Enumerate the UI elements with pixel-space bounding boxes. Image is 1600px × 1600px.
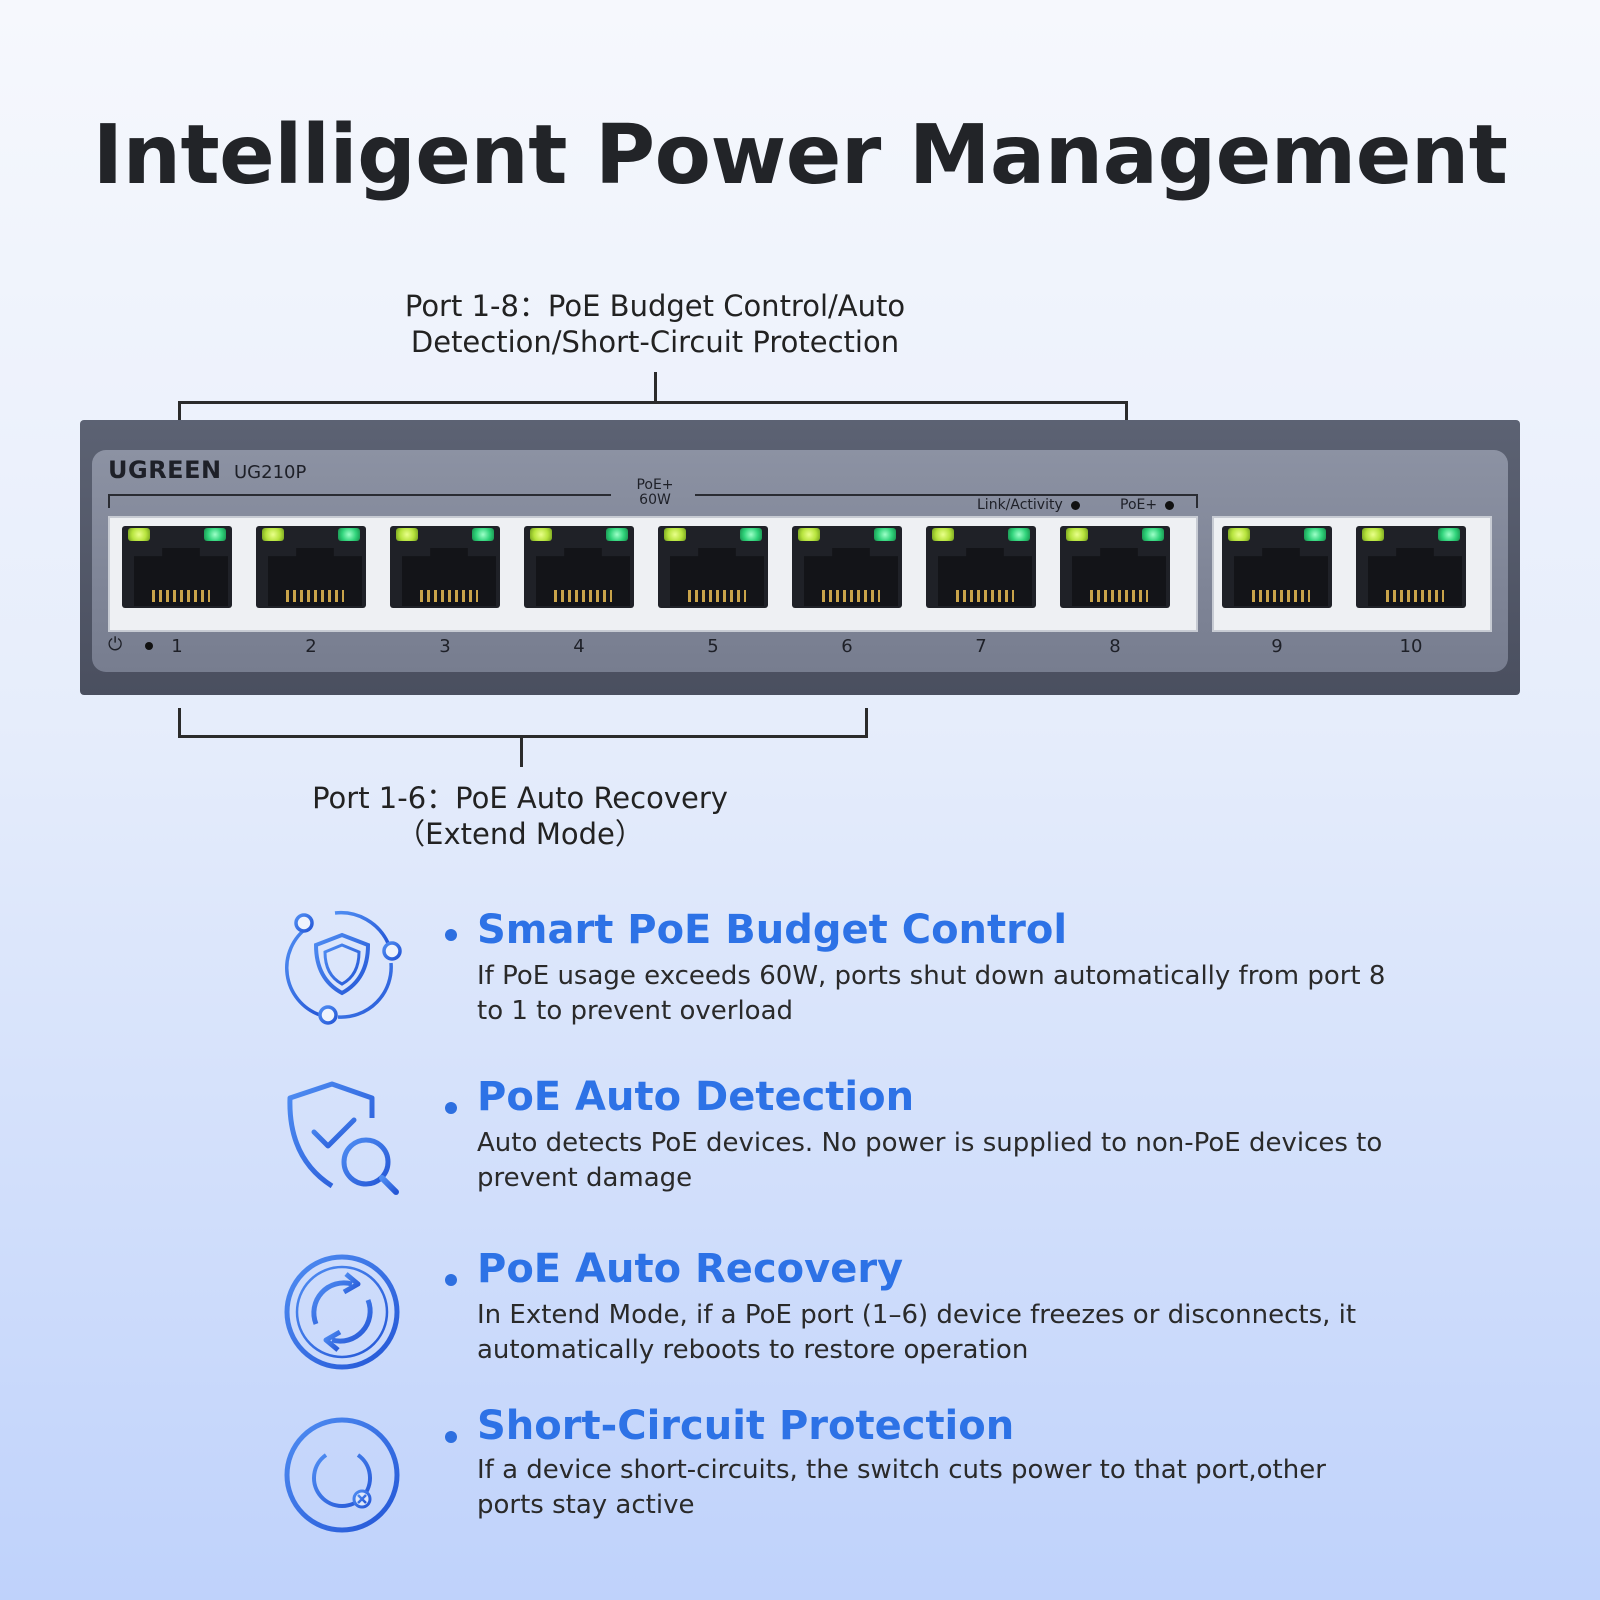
callout-ports-1-8: Port 1-8：PoE Budget Control/Auto Detecti… [404, 289, 906, 359]
poe-led [1438, 528, 1460, 541]
bullet-dot [445, 929, 457, 941]
port-number-label: 3 [439, 636, 451, 657]
poe-group-line-left [108, 494, 611, 496]
poe-led [1304, 528, 1326, 541]
link-activity-label: Link/Activity [977, 497, 1080, 513]
port-housing [122, 526, 232, 608]
shield-orbit-icon [285, 910, 402, 1025]
poe-led-label: PoE+ [1120, 497, 1175, 513]
callout-ports-1-6: Port 1-6：PoE Auto Recovery（Extend Mode） [312, 781, 728, 851]
port-number-label: 9 [1271, 636, 1283, 657]
link-led [932, 528, 954, 541]
port-pins [554, 590, 612, 602]
rj45-port-1 [118, 522, 236, 612]
port-pins [286, 590, 344, 602]
bullet-dot [445, 1431, 457, 1443]
power-circle-icon [284, 1417, 400, 1533]
rj45-port-9 [1218, 522, 1336, 612]
poe-led [1142, 528, 1164, 541]
poe-led [1008, 528, 1030, 541]
port-number-label: 10 [1399, 636, 1423, 657]
rj45-port-2 [252, 522, 370, 612]
rj45-port-3 [386, 522, 504, 612]
port-housing [390, 526, 500, 608]
refresh-circle-icon [284, 1254, 400, 1370]
rj45-port-7 [922, 522, 1040, 612]
port-pins [1090, 590, 1148, 602]
link-led [262, 528, 284, 541]
link-led [798, 528, 820, 541]
port-pins [822, 590, 880, 602]
brand-logo: UGREEN [108, 456, 222, 484]
shield-check-search-icon [287, 1081, 399, 1195]
link-led [664, 528, 686, 541]
feature-description: If a device short-circuits, the switch c… [477, 1455, 1326, 1520]
port-number-label: 8 [1109, 636, 1121, 657]
port-pins [688, 590, 746, 602]
poe-group-line-right [695, 494, 1198, 496]
poe-led [874, 528, 896, 541]
feature-description: In Extend Mode, if a PoE port (1–6) devi… [477, 1300, 1357, 1365]
link-led [1066, 528, 1088, 541]
feature-title: PoE Auto Detection [477, 1074, 915, 1120]
feature-description: If PoE usage exceeds 60W, ports shut dow… [477, 961, 1386, 1026]
power-icon: ⏻ [108, 634, 123, 655]
bracket-stem-top [654, 372, 657, 402]
port-pins [420, 590, 478, 602]
port-pins [956, 590, 1014, 602]
power-led-dot [145, 642, 153, 650]
poe-led [472, 528, 494, 541]
bracket-stem-bottom [520, 737, 523, 767]
poe-group-tick-right [1196, 494, 1198, 508]
feature-description: Auto detects PoE devices. No power is su… [477, 1128, 1383, 1193]
feature-auto-detection: PoE Auto Detection Auto detects PoE devi… [280, 1074, 1420, 1228]
poe-led [606, 528, 628, 541]
port-pins [1386, 590, 1444, 602]
page-title: Intelligent Power Management [92, 108, 1508, 203]
rj45-port-6 [788, 522, 906, 612]
link-activity-dot-icon [1070, 500, 1080, 510]
port-number-label: 6 [841, 636, 853, 657]
port-pins [1252, 590, 1310, 602]
poe-led-dot-icon [1165, 500, 1175, 510]
rj45-port-5 [654, 522, 772, 612]
link-led [530, 528, 552, 541]
poe-led [338, 528, 360, 541]
rj45-port-4 [520, 522, 638, 612]
poe-group-tick-left [108, 494, 110, 508]
bracket-ports-1-8 [178, 401, 1128, 431]
feature-title: Smart PoE Budget Control [477, 907, 1068, 953]
bullet-dot [445, 1274, 457, 1286]
feature-title: PoE Auto Recovery [477, 1246, 904, 1292]
rj45-port-8 [1056, 522, 1174, 612]
link-led [396, 528, 418, 541]
link-led [128, 528, 150, 541]
feature-budget-control: Smart PoE Budget Control If PoE usage ex… [280, 905, 1420, 1055]
port-number-label: 2 [305, 636, 317, 657]
feature-short-circuit: Short-Circuit Protection If a device sho… [280, 1403, 1420, 1563]
port-number-label: 5 [707, 636, 719, 657]
port-pins [152, 590, 210, 602]
port-number-label: 1 [171, 636, 183, 657]
link-activity-text: Link/Activity [977, 497, 1063, 513]
link-led [1362, 528, 1384, 541]
poe-budget-label: PoE+ 60W [636, 477, 674, 508]
link-led [1228, 528, 1250, 541]
poe-led-text: PoE+ [1120, 497, 1158, 513]
bracket-ports-1-6 [178, 708, 868, 738]
rj45-port-10 [1352, 522, 1470, 612]
port-number-label: 7 [975, 636, 987, 657]
port-number-label: 4 [573, 636, 585, 657]
model-number: UG210P [234, 462, 307, 483]
poe-led [204, 528, 226, 541]
feature-title: Short-Circuit Protection [477, 1403, 1015, 1449]
feature-auto-recovery: PoE Auto Recovery In Extend Mode, if a P… [280, 1246, 1420, 1400]
poe-led [740, 528, 762, 541]
bullet-dot [445, 1102, 457, 1114]
